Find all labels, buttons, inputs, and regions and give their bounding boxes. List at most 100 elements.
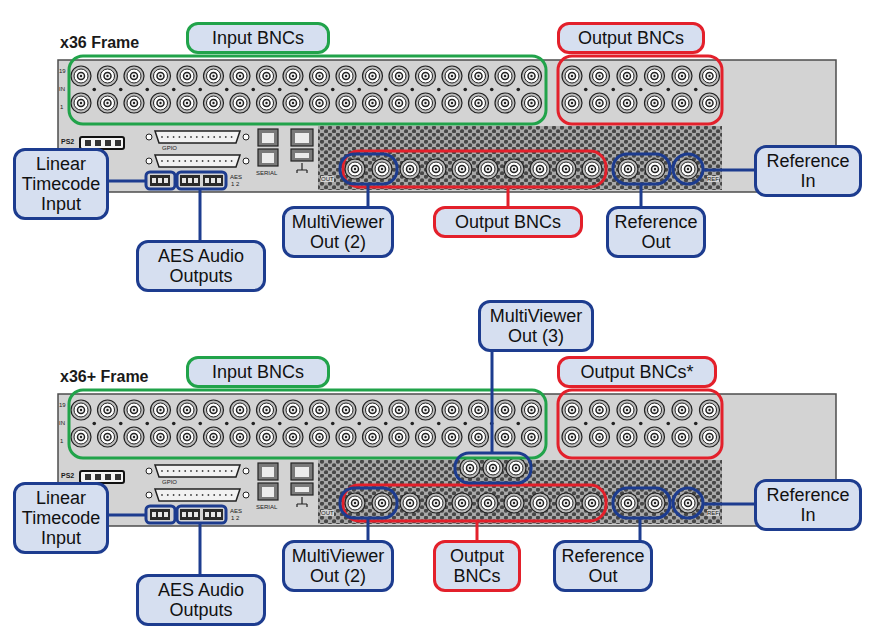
panel-hole <box>584 88 588 92</box>
bnc-socket <box>569 73 576 80</box>
bnc-ring <box>260 69 274 83</box>
panel-hole <box>278 422 282 426</box>
bnc-socket <box>316 407 323 414</box>
bnc-connector <box>283 93 303 113</box>
bnc-ring <box>507 496 521 510</box>
bnc-connector <box>645 159 665 179</box>
bnc-pin <box>626 409 628 411</box>
bnc-socket <box>237 434 244 441</box>
panel-marking: IN <box>59 86 65 92</box>
bnc-pin <box>239 436 241 438</box>
bnc-socket <box>467 465 474 472</box>
bnc-pin <box>186 409 188 411</box>
bnc-ring <box>498 403 512 417</box>
bnc-pin <box>515 467 517 469</box>
panel-marking: PS2 <box>61 138 74 145</box>
bnc-socket <box>685 500 692 507</box>
bnc-pin <box>461 502 463 504</box>
bnc-socket <box>407 166 414 173</box>
callout-text: Reference Out <box>560 546 646 586</box>
bnc-socket <box>449 100 456 107</box>
terminal-pin <box>164 178 168 183</box>
bnc-pin <box>687 502 689 504</box>
mounting-screw <box>146 492 152 498</box>
gpio-pin <box>231 160 233 162</box>
rj45-port <box>291 129 313 146</box>
panel-hole <box>198 422 202 426</box>
bnc-connector <box>562 400 582 420</box>
timecode-outline <box>146 506 175 523</box>
callout-box: Reference Out <box>606 206 706 258</box>
callout-box: AES Audio Outputs <box>136 574 266 626</box>
bnc-ring <box>533 162 547 176</box>
bnc-socket <box>589 166 596 173</box>
gpio-d-sub-connector <box>155 489 240 501</box>
bnc-connector <box>426 159 446 179</box>
bnc-socket <box>651 73 658 80</box>
bnc-pin <box>239 102 241 104</box>
bnc-connector <box>151 66 171 86</box>
callout-box: MultiViewer Out (3) <box>478 300 594 352</box>
bnc-connector <box>495 93 515 113</box>
mounting-screw <box>146 134 152 140</box>
panel-hole <box>611 422 615 426</box>
callout-text: Input BNCs <box>193 362 323 382</box>
bnc-connector <box>504 159 524 179</box>
bnc-connector <box>71 66 91 86</box>
bnc-pin <box>292 75 294 77</box>
output-group-outline <box>558 390 722 458</box>
bnc-pin <box>398 436 400 438</box>
bnc-ring <box>260 96 274 110</box>
bnc-socket <box>706 100 713 107</box>
bnc-pin <box>469 467 471 469</box>
bnc-connector <box>700 427 720 447</box>
bnc-pin <box>530 409 532 411</box>
bnc-socket <box>343 434 350 441</box>
leader-line <box>107 180 146 183</box>
bnc-pin <box>708 102 710 104</box>
frame-title: x36 Frame <box>60 35 139 51</box>
bnc-ring <box>74 403 88 417</box>
bnc-connector <box>426 493 446 513</box>
bnc-connector <box>363 93 383 113</box>
bnc-pin <box>80 102 82 104</box>
bnc-socket <box>596 434 603 441</box>
bnc-socket <box>210 100 217 107</box>
bnc-socket <box>369 73 376 80</box>
bnc-ring <box>445 96 459 110</box>
power-pin <box>105 140 111 146</box>
bnc-pin <box>626 436 628 438</box>
bnc-socket <box>343 407 350 414</box>
gpio-pin <box>213 136 215 138</box>
leader-line <box>639 519 642 542</box>
terminal-pin <box>205 512 209 517</box>
bnc-pin <box>133 75 135 77</box>
bnc-pin <box>345 409 347 411</box>
bnc-pin <box>504 75 506 77</box>
bnc-pin <box>492 467 494 469</box>
bnc-socket <box>379 500 386 507</box>
bnc-connector <box>469 427 489 447</box>
bnc-pin <box>354 168 356 170</box>
bnc-pin <box>133 409 135 411</box>
bnc-pin <box>212 102 214 104</box>
bnc-pin <box>371 409 373 411</box>
bnc-socket <box>624 73 631 80</box>
bnc-ring <box>154 96 168 110</box>
bnc-ring <box>419 69 433 83</box>
terminal-pin <box>152 178 156 183</box>
gpio-pin <box>173 136 175 138</box>
bnc-pin <box>681 409 683 411</box>
bnc-connector <box>469 66 489 86</box>
bnc-socket <box>596 407 603 414</box>
bnc-pin <box>626 75 628 77</box>
gpio-pin <box>184 136 186 138</box>
bnc-socket <box>475 434 482 441</box>
leader-line <box>107 514 146 517</box>
bnc-socket <box>624 407 631 414</box>
bnc-pin <box>653 409 655 411</box>
bnc-connector <box>400 159 420 179</box>
bnc-socket <box>104 407 111 414</box>
bnc-pin <box>530 75 532 77</box>
router-frame <box>58 390 836 526</box>
